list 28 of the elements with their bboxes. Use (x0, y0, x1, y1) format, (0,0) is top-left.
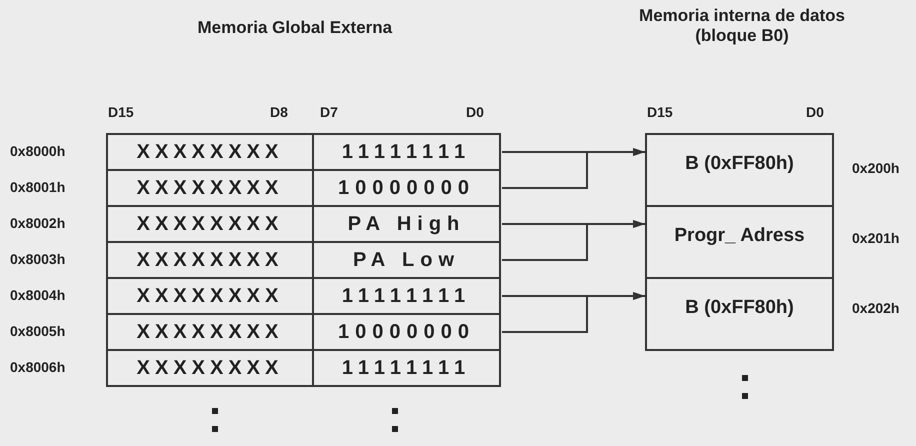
address-label: 0x8006h (10, 359, 66, 375)
bit-label: D15 (108, 104, 134, 120)
bit-label: D0 (806, 104, 824, 120)
arrow (502, 148, 645, 189)
bit-label: D0 (466, 104, 484, 120)
memory-cell: 11111111 (312, 133, 501, 171)
address-label: 0x202h (852, 300, 900, 316)
heading: Memoria interna de datos (bloque B0) (638, 6, 846, 46)
address-label: 0x8003h (10, 251, 66, 267)
bit-label: D7 (320, 104, 338, 120)
address-label: 0x8004h (10, 287, 66, 303)
memory-word-box: B (0xFF80h) (645, 277, 834, 351)
address-label: 0x8000h (10, 143, 66, 159)
arrow (502, 292, 645, 333)
bit-label: D15 (647, 104, 673, 120)
address-label: 0x8001h (10, 179, 66, 195)
address-label: 0x201h (852, 230, 900, 246)
address-label: 0x8002h (10, 215, 66, 231)
address-label: 0x200h (852, 160, 900, 176)
memory-cell: 11111111 (312, 349, 501, 387)
memory-cell: XXXXXXXX (106, 133, 314, 171)
arrow (502, 220, 645, 261)
heading: Memoria Global Externa (198, 18, 392, 38)
address-label: 0x8005h (10, 323, 66, 339)
memory-cell: XXXXXXXX (106, 349, 314, 387)
bit-label: D8 (270, 104, 288, 120)
memory-word-box: Progr_ Adress (645, 205, 834, 279)
memory-word-box: B (0xFF80h) (645, 133, 834, 207)
